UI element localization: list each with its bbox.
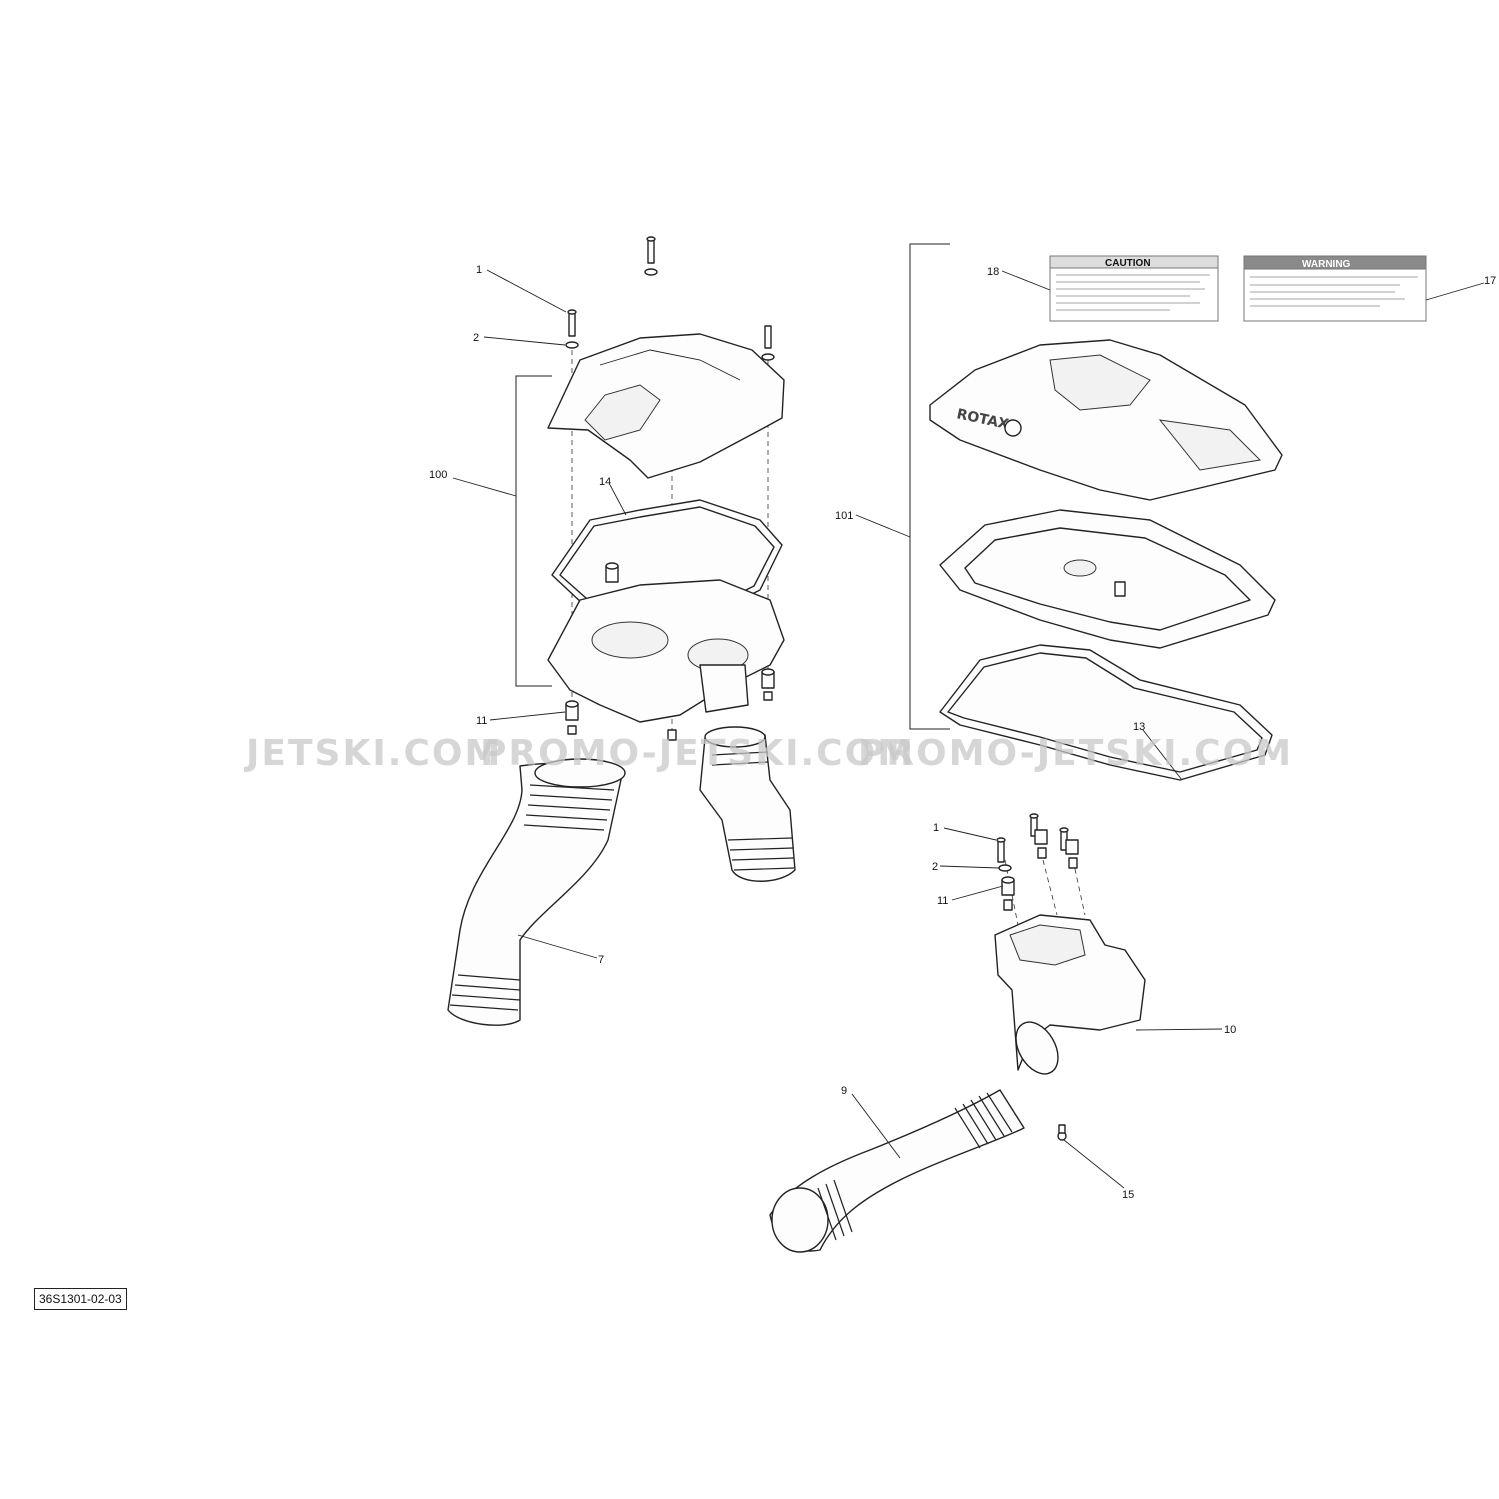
insert-part-11-bottom <box>1001 876 1015 911</box>
callout-2-bottom: 2 <box>932 861 938 873</box>
callout-9: 9 <box>841 1085 847 1097</box>
screw-extra-top <box>644 236 658 276</box>
outlet-elbow <box>699 734 796 882</box>
insert-part-11-top <box>565 700 579 735</box>
insert-right-base <box>761 668 775 701</box>
left-assembly <box>447 236 796 1026</box>
air-box-base <box>547 579 785 723</box>
callout-100: 100 <box>429 469 447 481</box>
callout-7: 7 <box>598 954 604 966</box>
callout-2-top: 2 <box>473 332 479 344</box>
washer-part-2-bottom <box>998 864 1012 872</box>
warning-title: WARNING <box>1302 259 1351 270</box>
caution-title: CAUTION <box>1105 258 1151 269</box>
leader-lines <box>452 269 1485 1189</box>
insert-mid-base <box>667 729 677 741</box>
drain-part-15 <box>1057 1124 1067 1141</box>
reference-code-box: 36S1301-02-03 <box>34 1288 127 1310</box>
elbow-assembly <box>769 813 1146 1253</box>
bracket-100 <box>515 375 552 687</box>
washer-part-2-top <box>565 341 579 349</box>
callout-10: 10 <box>1224 1024 1236 1036</box>
watermark-segment-1: JETSKI.COM <box>243 733 502 774</box>
screw-part-1-top <box>567 309 577 337</box>
callout-1-top: 1 <box>476 264 482 276</box>
screw-right-top <box>761 325 775 361</box>
caution-decal-part-18: CAUTION <box>1049 255 1219 322</box>
screw-part-1-bottom <box>996 837 1006 863</box>
right-assembly: CAUTION WARNING ROTAX <box>909 243 1427 781</box>
callout-18: 18 <box>987 266 999 278</box>
insert-left <box>605 562 619 583</box>
callout-14: 14 <box>599 476 611 488</box>
air-box-cover <box>547 333 785 479</box>
watermark-segment-2: PROMO-JETSKI.COM <box>480 733 915 774</box>
callout-101: 101 <box>835 510 853 522</box>
callout-15: 15 <box>1122 1189 1134 1201</box>
callout-17: 17 <box>1484 275 1496 287</box>
watermark: JETSKI.COM PROMO-JETSKI.COM PROMO-JETSKI… <box>243 733 1293 774</box>
screw-pair-bottom <box>1029 813 1079 869</box>
warning-decal-part-17: WARNING <box>1243 255 1427 322</box>
callouts: 1 2 100 14 11 7 18 17 101 13 1 2 11 10 9… <box>429 264 1496 1201</box>
callout-11-bottom: 11 <box>937 895 948 907</box>
watermark-segment-3: PROMO-JETSKI.COM <box>858 733 1293 774</box>
bracket-101 <box>909 243 950 730</box>
callout-13: 13 <box>1133 721 1145 733</box>
callout-1-bottom: 1 <box>933 822 939 834</box>
callout-11-top: 11 <box>476 715 487 727</box>
